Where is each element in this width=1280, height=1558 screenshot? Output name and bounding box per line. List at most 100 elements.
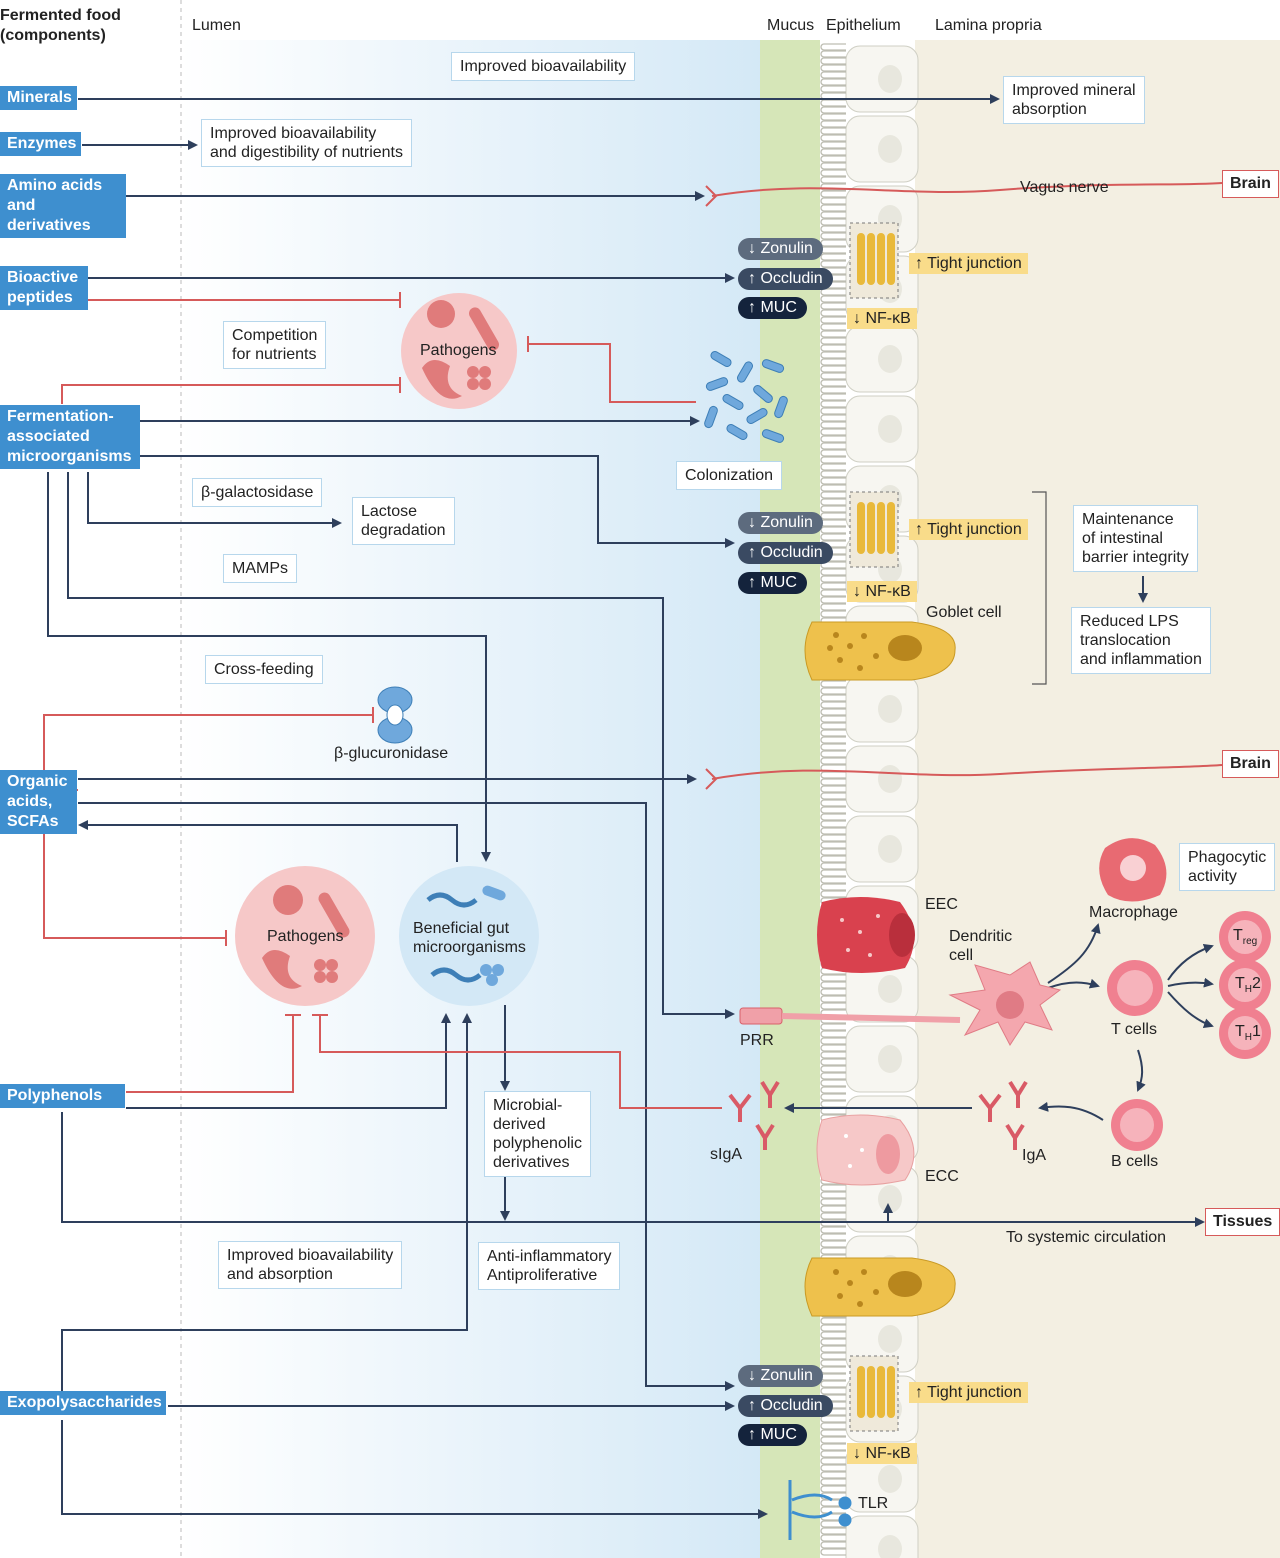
tight-junction-label-2: ↑ Tight junction — [909, 519, 1028, 540]
crossfeeding-arrow — [47, 472, 491, 862]
zonulin-pill-1: ↓ Zonulin — [738, 238, 823, 260]
eec-cell — [817, 897, 915, 973]
th1-label: TH1 — [1235, 1023, 1261, 1044]
epithelial-nucleus — [878, 65, 902, 93]
tight-junction-label-3: ↑ Tight junction — [909, 1382, 1028, 1403]
occludin-pill-1: ↑ Occludin — [738, 268, 833, 290]
dc-to-macrophage-arrow — [1047, 923, 1101, 984]
prr-receptor — [739, 1007, 961, 1025]
callout-beta-galactosidase: β-galactosidase — [192, 478, 323, 507]
epithelial-nucleus — [878, 135, 902, 163]
food-polyphenols: Polyphenols — [0, 1084, 125, 1108]
lumen-zone — [180, 40, 775, 1558]
epithelial-nucleus — [878, 765, 902, 793]
food-fermentation-microorganisms: Fermentation- associated microorganisms — [0, 405, 140, 469]
colonizing-microbes — [704, 351, 788, 443]
callout-competition: Competition for nutrients — [223, 321, 327, 369]
beneficial-to-organic-arrow — [78, 820, 458, 862]
goblet-cell-2 — [804, 1257, 956, 1317]
siga-antibody — [728, 1080, 780, 1150]
food-minerals: Minerals — [0, 86, 77, 110]
epithelial-nucleus — [878, 1325, 902, 1353]
vagus-nerve-label: Vagus nerve — [1020, 179, 1109, 196]
tcell-to-th1-arrow — [1167, 991, 1214, 1029]
header-epithelium: Epithelium — [826, 17, 901, 34]
callout-lactose: Lactose degradation — [352, 497, 455, 545]
fermentation-inhibit-line — [61, 384, 400, 404]
t-cells-label: T cells — [1111, 1021, 1157, 1038]
mamps-arrow — [67, 472, 735, 1019]
tight-junction-3 — [849, 1355, 899, 1432]
muc-pill-1: ↑ MUC — [738, 297, 807, 319]
food-organic-acids: Organic acids, SCFAs — [0, 770, 77, 834]
tcell-to-th2-arrow — [1167, 977, 1214, 988]
lactose-arrow — [87, 472, 342, 528]
lamina-zone — [915, 40, 1280, 1558]
zonulin-pill-2: ↓ Zonulin — [738, 512, 823, 534]
dendritic-cell-label: Dendritic cell — [949, 928, 1013, 964]
tight-junction-label-1: ↑ Tight junction — [909, 253, 1028, 274]
prr-label: PRR — [740, 1032, 774, 1049]
epithelial-nucleus — [878, 1535, 902, 1558]
food-bioactive-peptides: Bioactive peptides — [0, 266, 88, 310]
epithelial-nucleus — [878, 835, 902, 863]
macrophage — [1099, 838, 1167, 902]
callout-maintenance: Maintenance of intestinal barrier integr… — [1073, 505, 1198, 572]
header-food: Fermented food (components) — [0, 7, 121, 44]
epithelial-nucleus — [878, 1045, 902, 1073]
goblet-cell-label: Goblet cell — [926, 604, 1002, 621]
muc-pill-3: ↑ MUC — [738, 1424, 807, 1446]
callout-mineral-absorption: Improved mineral absorption — [1003, 76, 1145, 124]
polyphenol-tissues-arrow — [61, 1112, 1205, 1227]
epithelial-nucleus — [878, 1185, 902, 1213]
callout-bioavailability-top: Improved bioavailability — [451, 52, 636, 81]
callout-reduced-lps: Reduced LPS translocation and inflammati… — [1071, 607, 1211, 674]
callout-phagocytic: Phagocytic activity — [1179, 843, 1276, 891]
epithelial-nucleus — [878, 1465, 902, 1493]
nfkb-label-3: ↓ NF-κB — [847, 1443, 917, 1464]
occludin-pill-3: ↑ Occludin — [738, 1395, 833, 1417]
b-cells-label: B cells — [1111, 1153, 1159, 1170]
systemic-label: To systemic circulation — [1006, 1229, 1167, 1246]
header-mucus: Mucus — [767, 17, 815, 34]
th1-cell — [1219, 1007, 1271, 1059]
pathogens-label-top: Pathogens — [420, 342, 497, 359]
epithelial-nucleus — [878, 695, 902, 723]
colonization-inhibit-line — [528, 343, 696, 403]
epithelial-nucleus — [878, 975, 902, 1003]
b-cell — [1111, 1099, 1163, 1151]
tcell-to-bcell-arrow — [1136, 1049, 1146, 1092]
callout-enzymes-effect: Improved bioavailability and digestibili… — [201, 119, 412, 167]
nfkb-label-2: ↓ NF-κB — [847, 581, 917, 602]
occludin-pill-2: ↑ Occludin — [738, 542, 833, 564]
tlr-label: TLR — [858, 1495, 889, 1512]
iga-antibody — [978, 1080, 1028, 1150]
callout-microbial-derived: Microbial- derived polyphenolic derivati… — [484, 1091, 591, 1177]
epithelial-nucleus — [878, 415, 902, 443]
exopoly-tlr-arrow — [61, 1420, 768, 1519]
polyphenol-beneficial-arrow — [126, 1013, 451, 1109]
callout-mamps: MAMPs — [223, 554, 297, 583]
siga-inhibit-line — [319, 1015, 722, 1109]
nfkb-label-1: ↓ NF-κB — [847, 308, 917, 329]
treg-label: Treg — [1233, 927, 1258, 948]
ecc-cell — [816, 1114, 915, 1186]
macrophage-label: Macrophage — [1089, 904, 1178, 921]
exopoly-beneficial-arrow — [61, 1013, 472, 1406]
pathogens-bottom — [235, 866, 375, 1006]
polyphenol-inhibit-line — [126, 1015, 294, 1093]
beta-glucuronidase-label: β-glucuronidase — [334, 745, 449, 762]
muc-pill-2: ↑ MUC — [738, 572, 807, 594]
header-lamina: Lamina propria — [935, 17, 1042, 34]
dc-to-tcell-arrow — [1047, 978, 1100, 989]
ecc-label: ECC — [925, 1168, 959, 1185]
dest-brain-2: Brain — [1222, 750, 1279, 778]
header-lumen: Lumen — [192, 17, 241, 34]
treg-cell — [1219, 911, 1271, 963]
dendritic-cell — [948, 961, 1062, 1046]
fermentation-junction-arrow — [140, 455, 735, 548]
tcell-to-treg-arrow — [1167, 943, 1214, 981]
zonulin-pill-3: ↓ Zonulin — [738, 1365, 823, 1387]
dest-brain-1: Brain — [1222, 170, 1279, 198]
